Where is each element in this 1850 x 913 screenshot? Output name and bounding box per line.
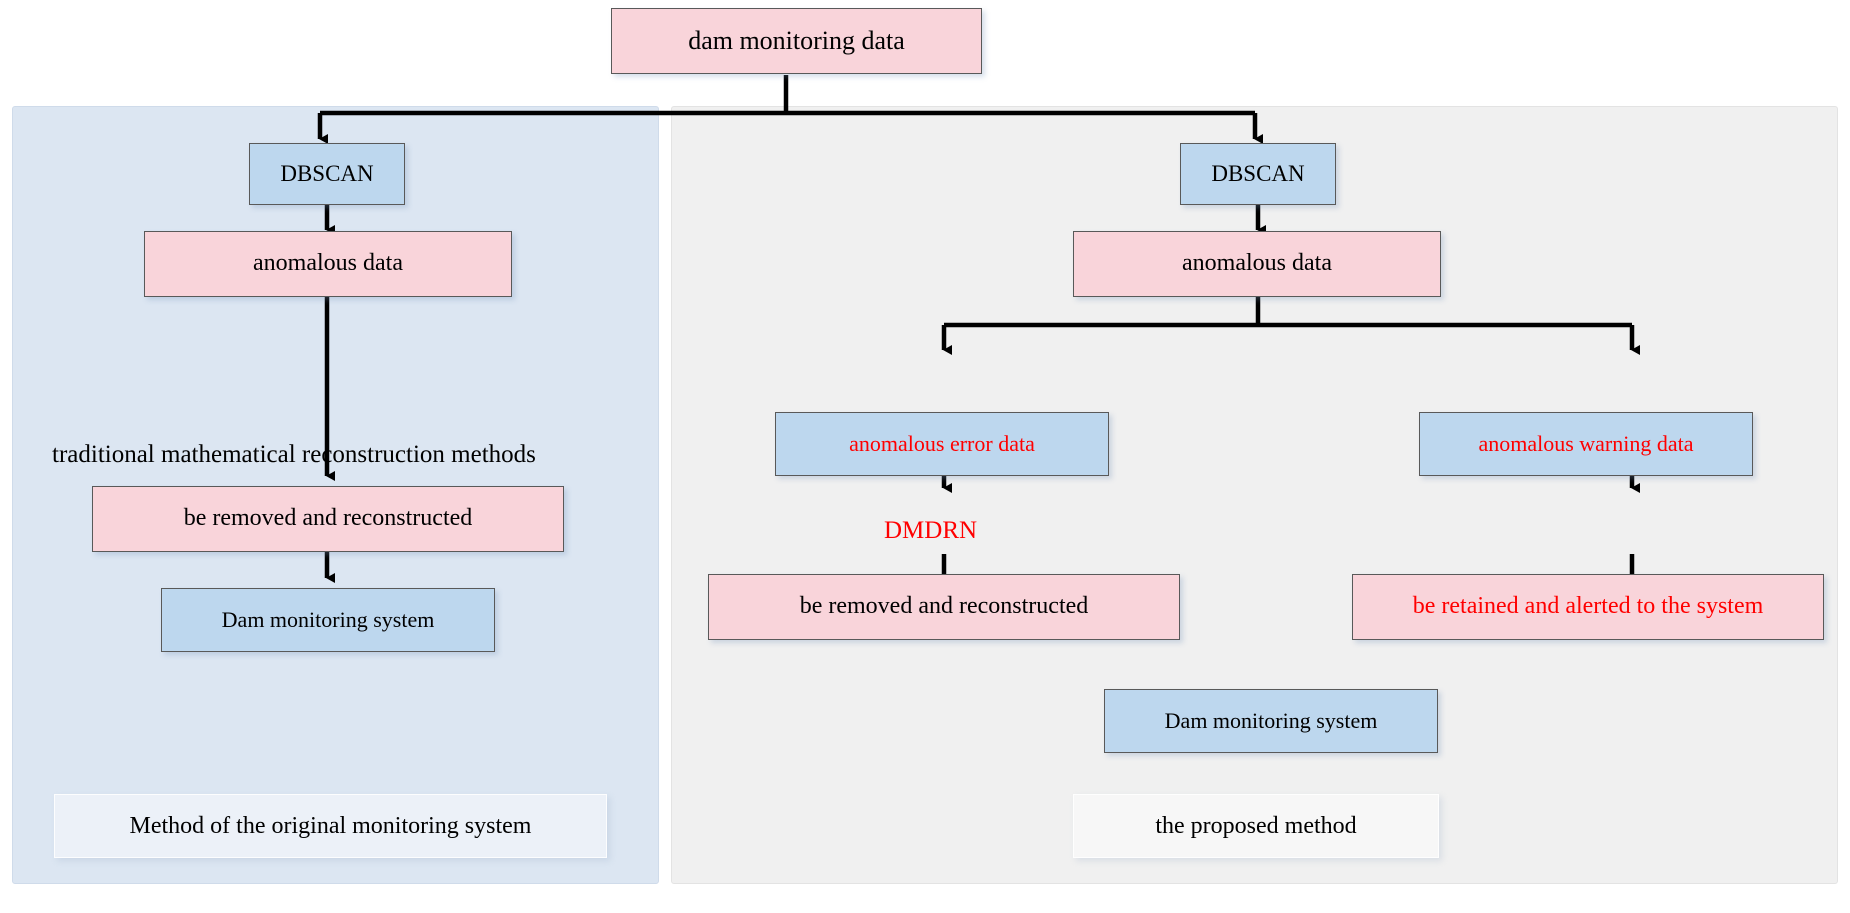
node-anomalous-error-data[interactable]: anomalous error data [775, 412, 1109, 476]
caption-left-panel: Method of the original monitoring system [54, 794, 607, 858]
node-right-anomalous-data[interactable]: anomalous data [1073, 231, 1441, 297]
node-label: Dam monitoring system [221, 607, 435, 633]
node-left-dam-monitoring-system[interactable]: Dam monitoring system [161, 588, 495, 652]
node-label: Dam monitoring system [1164, 708, 1378, 734]
node-label: be removed and reconstructed [799, 593, 1089, 620]
node-dam-monitoring-data[interactable]: dam monitoring data [611, 8, 982, 74]
node-label: DBSCAN [1211, 160, 1305, 186]
node-label: DBSCAN [280, 160, 374, 186]
right-panel-proposed-method [671, 106, 1838, 884]
node-label: be removed and reconstructed [183, 505, 473, 532]
node-label: anomalous data [253, 250, 403, 277]
node-label: anomalous data [1182, 250, 1332, 277]
node-label: anomalous warning data [1478, 431, 1694, 457]
node-left-anomalous-data[interactable]: anomalous data [144, 231, 512, 297]
caption-label: the proposed method [1155, 812, 1357, 839]
node-left-dbscan[interactable]: DBSCAN [249, 143, 405, 205]
node-anomalous-warning-data[interactable]: anomalous warning data [1419, 412, 1753, 476]
label-dmdrn: DMDRN [884, 517, 978, 544]
caption-right-panel: the proposed method [1073, 794, 1439, 858]
node-label: anomalous error data [849, 431, 1035, 457]
caption-label: Method of the original monitoring system [129, 812, 532, 839]
node-right-be-removed-and-reconstructed[interactable]: be removed and reconstructed [708, 574, 1180, 640]
node-right-dam-monitoring-system[interactable]: Dam monitoring system [1104, 689, 1438, 753]
node-label: be retained and alerted to the system [1412, 593, 1764, 620]
node-left-be-removed-and-reconstructed[interactable]: be removed and reconstructed [92, 486, 564, 552]
node-label: dam monitoring data [688, 26, 905, 56]
label-traditional-reconstruction-methods: traditional mathematical reconstruction … [52, 441, 536, 468]
node-right-dbscan[interactable]: DBSCAN [1180, 143, 1336, 205]
node-be-retained-and-alerted[interactable]: be retained and alerted to the system [1352, 574, 1824, 640]
